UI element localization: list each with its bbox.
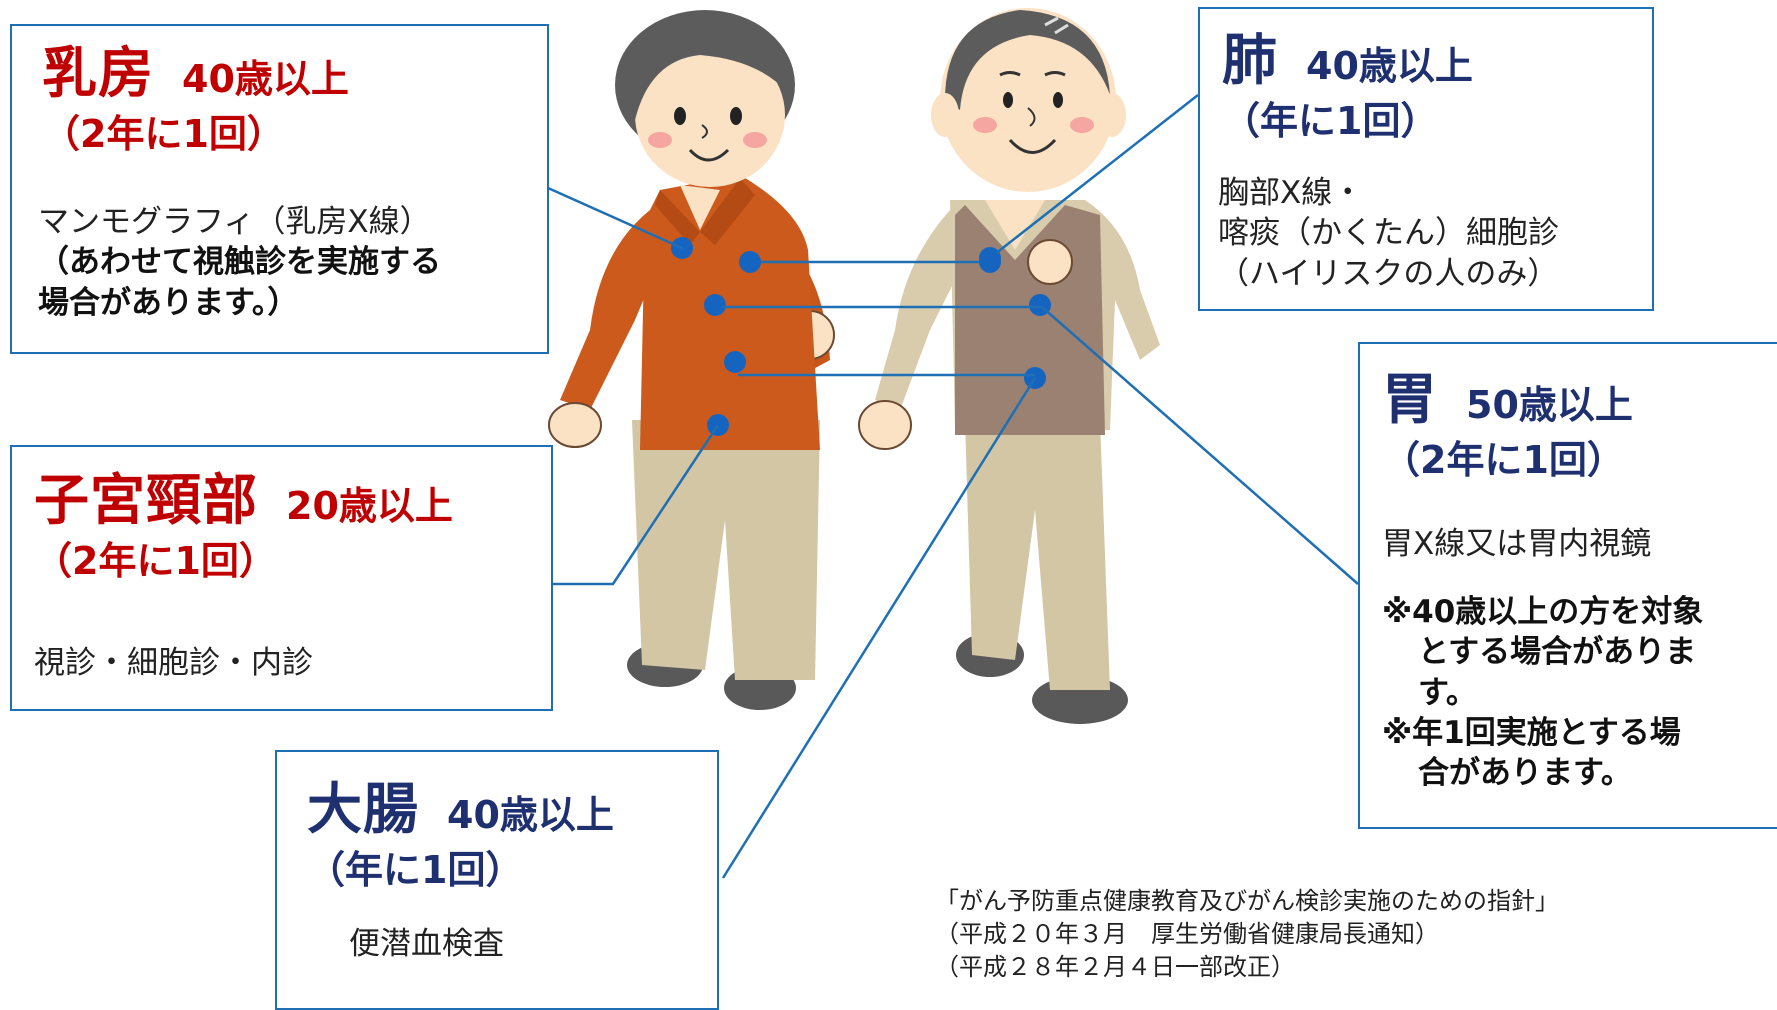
breast-method: マンモグラフィ（乳房X線） bbox=[38, 204, 431, 240]
cervix-frequency: （2年に1回） bbox=[34, 539, 277, 583]
stomach-note2-line1: ※年1回実施とする場 bbox=[1382, 714, 1681, 751]
cervix-organ-label: 子宮頸部 bbox=[34, 468, 259, 532]
stomach-frequency: （2年に1回） bbox=[1382, 438, 1625, 482]
lung-frequency: （年に1回） bbox=[1222, 99, 1439, 143]
stomach-age-label: 50歳以上 bbox=[1466, 383, 1633, 427]
breast-note-line2: 場合があります。） bbox=[38, 284, 299, 321]
breast-frequency: （2年に1回） bbox=[42, 112, 285, 156]
colon-age-label: 40歳以上 bbox=[447, 793, 614, 837]
breast-box: 乳房 40歳以上 （2年に1回） マンモグラフィ（乳房X線） （あわせて視触診を実… bbox=[10, 24, 549, 354]
stomach-note1-line1: ※40歳以上の方を対象 bbox=[1382, 594, 1704, 630]
stomach-method: 胃X線又は胃内視鏡 bbox=[1382, 526, 1652, 562]
cervix-age-label: 20歳以上 bbox=[286, 484, 453, 528]
source-line2: （平成２０年３月 厚生労働省健康局長通知） bbox=[935, 920, 1439, 949]
connector-lines bbox=[547, 94, 1359, 879]
stomach-note1-line3: す。 bbox=[1418, 674, 1477, 711]
cervix-method: 視診・細胞診・内診 bbox=[34, 645, 313, 681]
lung-box: 肺 40歳以上 （年に1回） 胸部X線・ 喀痰（かくたん）細胞診 （ハイリスクの人… bbox=[1198, 7, 1654, 311]
lung-organ-label: 肺 bbox=[1222, 28, 1279, 92]
lung-method-line2: 喀痰（かくたん）細胞診 bbox=[1218, 215, 1559, 252]
breast-note-line1: （あわせて視触診を実施する bbox=[38, 244, 441, 281]
woman-figure bbox=[548, 10, 835, 710]
source-citation: 「がん予防重点健康教育及びがん検診実施のための指針」 （平成２０年３月 厚生労働… bbox=[935, 885, 1559, 984]
stomach-note2-line2: 合があります。 bbox=[1418, 755, 1632, 792]
source-line1: 「がん予防重点健康教育及びがん検診実施のための指針」 bbox=[935, 887, 1559, 915]
stomach-note1-line2: とする場合がありま bbox=[1418, 634, 1697, 671]
lung-method-line1: 胸部X線・ bbox=[1218, 175, 1364, 211]
colon-method: 便潜血検査 bbox=[349, 926, 504, 962]
lung-age-label: 40歳以上 bbox=[1306, 44, 1473, 88]
breast-age-label: 40歳以上 bbox=[182, 57, 349, 101]
colon-box: 大腸 40歳以上 （年に1回） 便潜血検査 bbox=[275, 750, 719, 1010]
cervix-box: 子宮頸部 20歳以上 （2年に1回） 視診・細胞診・内診 bbox=[10, 445, 553, 711]
man-figure bbox=[858, 8, 1160, 724]
stomach-organ-label: 胃 bbox=[1382, 367, 1439, 431]
stomach-box: 胃 50歳以上 （2年に1回） 胃X線又は胃内視鏡 ※40歳以上の方を対象 とする… bbox=[1358, 342, 1777, 829]
lung-method-line3: （ハイリスクの人のみ） bbox=[1218, 255, 1559, 292]
breast-organ-label: 乳房 bbox=[42, 41, 155, 105]
colon-frequency: （年に1回） bbox=[307, 848, 524, 892]
colon-organ-label: 大腸 bbox=[307, 777, 420, 841]
source-line3: （平成２８年２月４日一部改正） bbox=[935, 953, 1295, 982]
